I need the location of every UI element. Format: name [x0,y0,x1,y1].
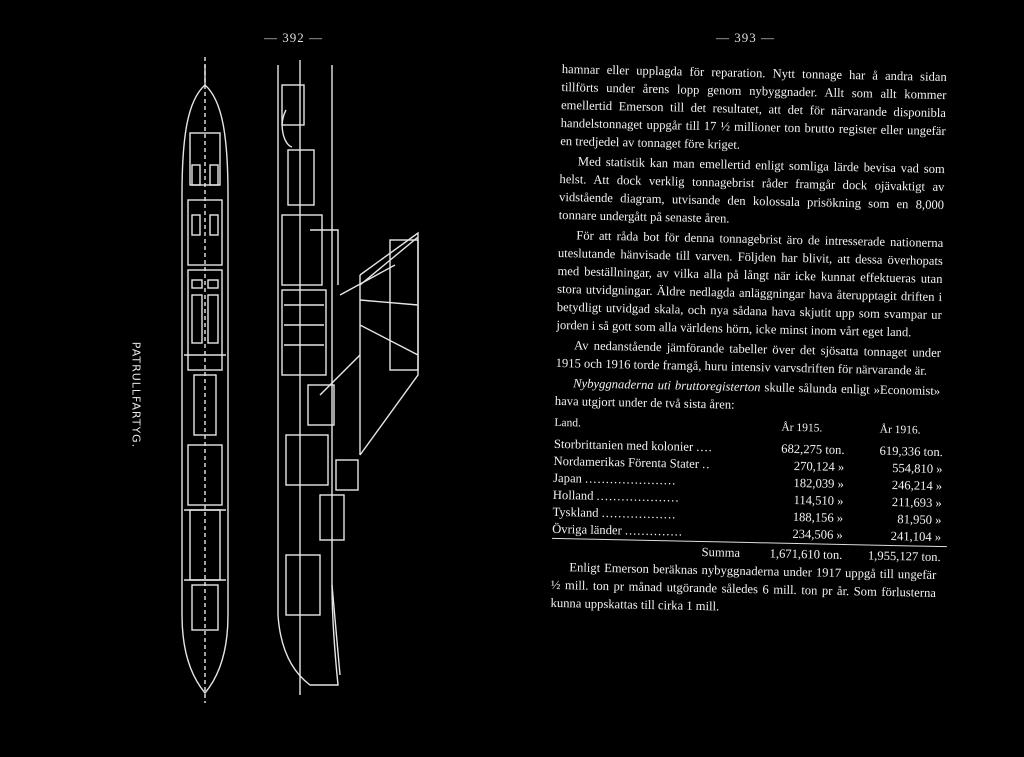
header-1915: År 1915. [781,421,823,435]
header-1916: År 1916. [879,423,921,437]
sum-1915: 1,671,610 ton. [749,542,849,565]
side-caption: PATRULLFARTYG. [126,330,146,460]
value-1915: 682,275 ton. [781,441,845,458]
paragraph-3: För att råda bot för denna tonnagebrist … [556,228,944,340]
page-number-right: — 393 — [716,30,775,45]
table-intro-italic: Nybyggnaderna uti bruttoregisterton [573,376,761,395]
value-1916: 246,214 » [891,478,943,494]
ship-side-view [277,60,419,695]
paragraph-1: hamnar eller upplagda för reparation. Ny… [560,61,947,152]
value-1915: 270,124 » [793,458,845,474]
ship-plan-view [181,57,229,703]
page-number-left: — 392 — [264,30,323,45]
paragraph-4: Av nedanstående jämförande tabeller över… [555,338,942,378]
closing-paragraph: Enligt Emerson beräknas nybyggnaderna un… [550,560,937,614]
value-1916: 211,693 » [891,495,942,511]
value-1915: 114,510 » [793,492,844,508]
value-1915: 182,039 » [793,475,845,491]
value-1915: 234,506 » [792,526,843,542]
value-1915: 188,156 » [792,509,844,525]
value-1916: 619,336 ton. [879,443,944,460]
paragraph-2: Med statistik kan man emellertid enligt … [558,154,945,226]
sum-1916: 1,955,127 ton. [848,544,947,567]
value-1916: 81,950 » [897,512,942,528]
tonnage-table: Land. År 1915. År 1916. Storbrittanien m… [551,414,950,567]
right-page: — 393 — [548,0,1024,757]
left-page: — 392 — PATRULLFARTYG. [126,30,419,703]
ship-plan-drawing [181,57,419,703]
value-1916: 241,104 » [890,528,942,545]
body-text: hamnar eller upplagda för reparation. Ny… [550,60,947,622]
table-intro: Nybyggnaderna uti bruttoregisterton skul… [555,374,941,418]
side-caption-text: PATRULLFARTYG. [129,341,143,449]
value-1916: 554,810 » [892,461,943,477]
